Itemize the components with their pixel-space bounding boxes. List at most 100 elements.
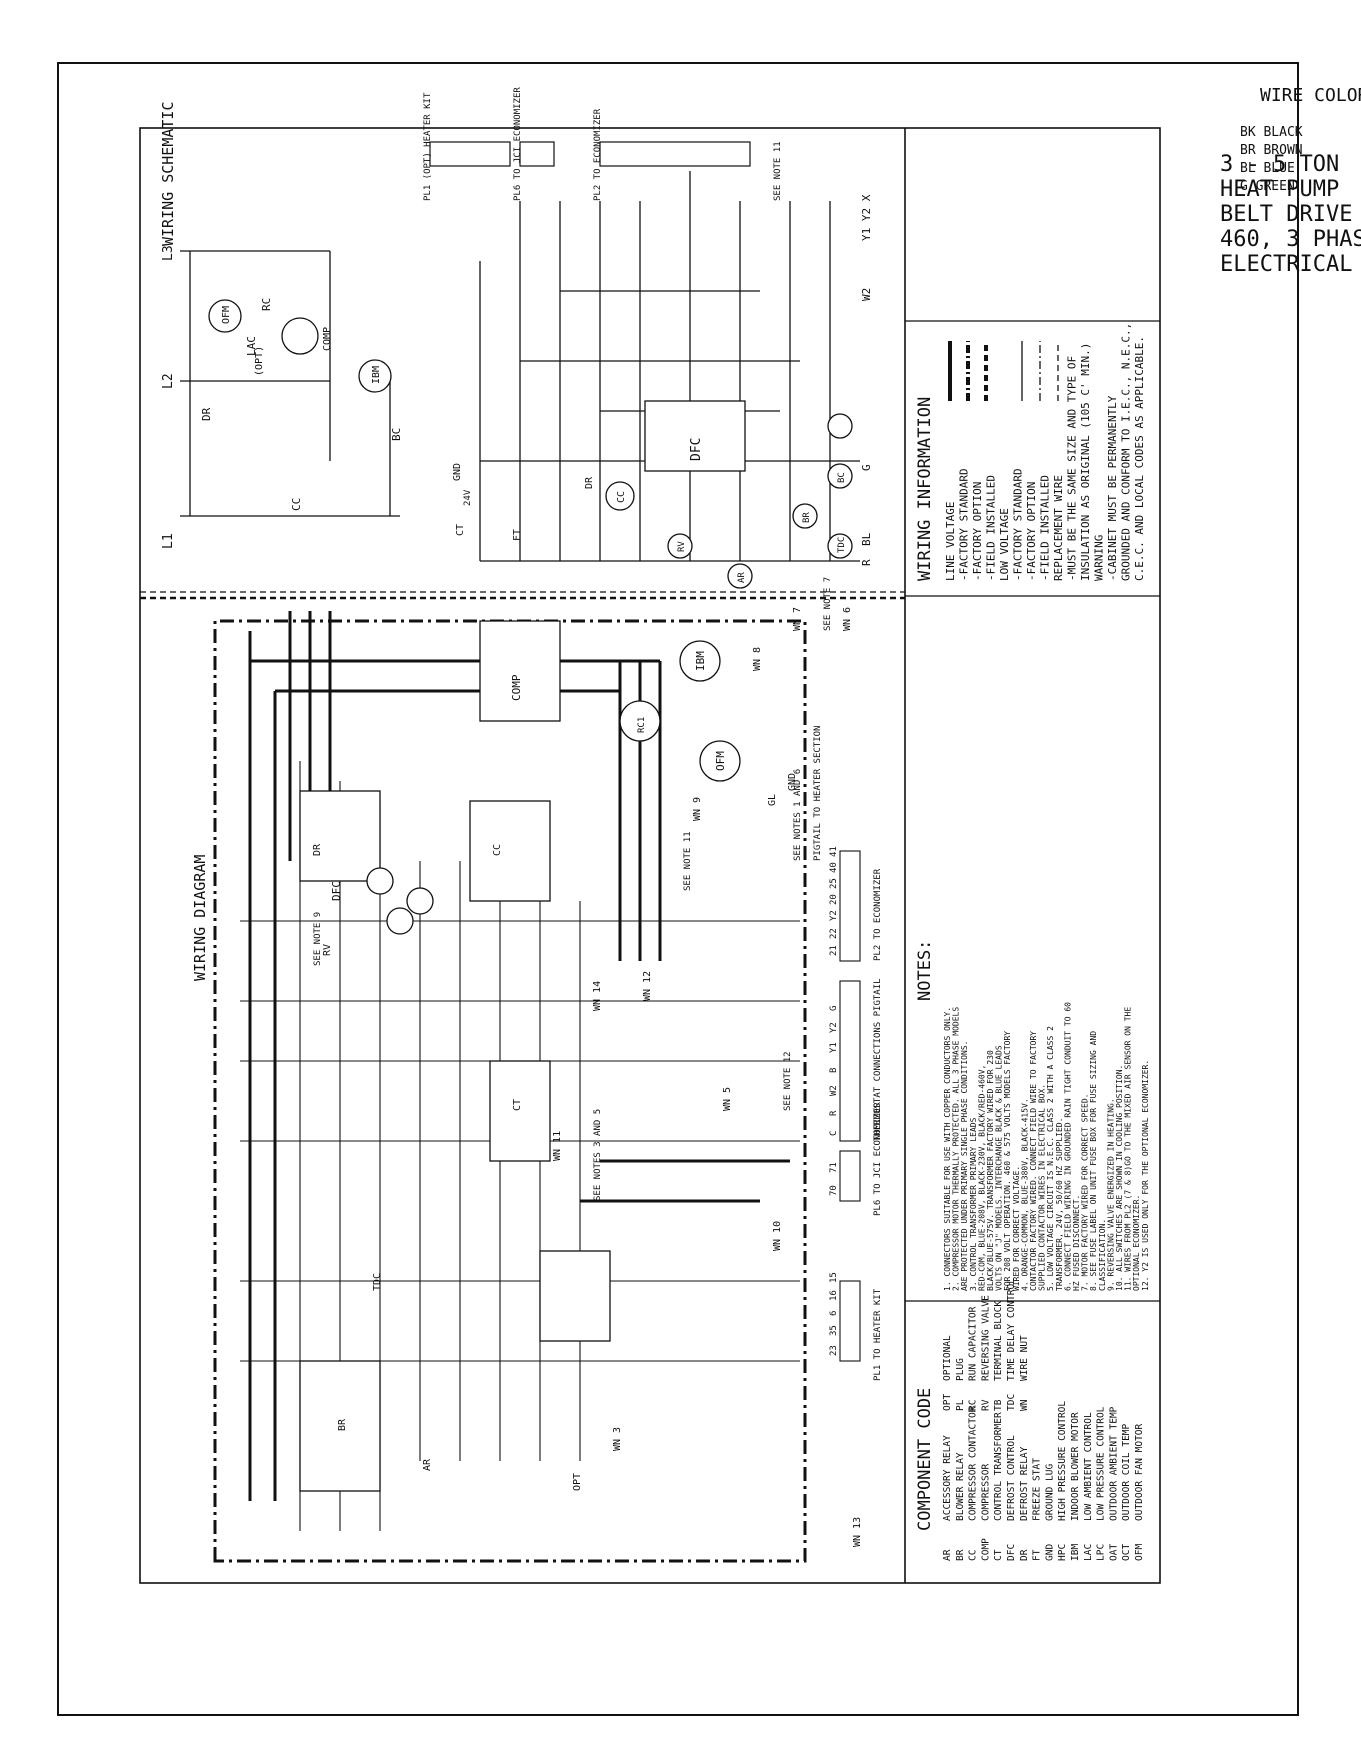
wiring-info-line: GROUNDED AND CONFORM TO I.E.C., N.E.C., bbox=[1120, 323, 1133, 581]
sch-gnd: GND bbox=[452, 463, 463, 481]
wiring-info-title: WIRING INFORMATION bbox=[915, 397, 935, 581]
note-ref-11: SEE NOTE 11 bbox=[683, 831, 693, 891]
component-code-desc: OUTDOOR FAN MOTOR bbox=[1134, 1423, 1145, 1521]
bus-bl: BL bbox=[860, 532, 873, 546]
component-code-desc: COMPRESSOR CONTACTOR bbox=[968, 1406, 979, 1521]
note-line: HZ FUSED DISCONNECT. bbox=[1072, 1195, 1081, 1291]
terminal-numbers: 23 35 6 16 15 70 71 C R W2 B Y1 Y2 G 21 … bbox=[829, 846, 839, 1356]
diagram-ibm: IBM bbox=[694, 651, 707, 671]
sch-cc2: CC bbox=[616, 491, 627, 503]
component-code-desc: OUTDOOR COIL TEMP bbox=[1121, 1423, 1132, 1521]
note-line: CLASSIFICATION. bbox=[1098, 1219, 1107, 1291]
wiring-info-line: -FACTORY STANDARD bbox=[1012, 468, 1025, 581]
tag-wn5: WN 5 bbox=[722, 1087, 733, 1111]
note-line: BLACK/BLUE-575V. TRANSFORMER FACTORY WIR… bbox=[986, 1050, 995, 1291]
component-code-desc: GROUND LUG bbox=[1044, 1464, 1055, 1521]
sch-dfc: DFC bbox=[689, 438, 704, 461]
diagram-ct: CT bbox=[512, 1099, 523, 1111]
title-line1: ELECTRICAL WIRING DIAGRAM bbox=[1220, 252, 1361, 277]
note-line: RED-COM, BLUE-208V, BLACK-230V, BLACK/RE… bbox=[977, 1065, 986, 1291]
wiring-info-line: WARNING bbox=[1093, 535, 1106, 581]
sch-comp: COMP bbox=[322, 327, 333, 351]
sch-ofm: OFM bbox=[221, 306, 232, 324]
sch-dr2: DR bbox=[584, 476, 595, 489]
diagram-cc: CC bbox=[492, 844, 503, 856]
sch-ar: AR bbox=[737, 572, 747, 583]
component-code-abbr: RC bbox=[968, 1400, 979, 1411]
wire-color-entry: G GREEN bbox=[1240, 179, 1295, 194]
plug-label-pl1: PL1 TO HEATER KIT bbox=[873, 1288, 883, 1381]
component-code-desc: RUN CAPACITOR bbox=[968, 1306, 979, 1381]
note-line: WIRED FOR CORRECT VOLTAGE. bbox=[1012, 1166, 1021, 1291]
note-line: OPTIONAL ECONOMIZER. bbox=[1132, 1195, 1141, 1291]
note-line: 4. ORANGE-COMMON, BLUE-380V, BLACK-415V. bbox=[1020, 1098, 1029, 1291]
sch-bc2: BC bbox=[837, 472, 847, 483]
wire-color-title-v: WIRE COLOR CODE bbox=[1260, 85, 1361, 106]
component-code-abbr: BR bbox=[955, 1549, 966, 1561]
outer-frame bbox=[57, 62, 1299, 1716]
tag-wn14: WN 14 bbox=[592, 981, 603, 1011]
component-code-abbr: GND bbox=[1044, 1544, 1055, 1561]
sch-opt: (OPT) bbox=[254, 346, 265, 376]
term-y1: Y1 bbox=[829, 1042, 839, 1053]
plug-label-thermostat: THERMOSTAT CONNECTIONS PIGTAIL bbox=[873, 978, 883, 1141]
term-c: C bbox=[829, 1131, 839, 1136]
diagram-tdc: TDC bbox=[372, 1273, 383, 1291]
component-code-abbr: RV bbox=[980, 1399, 991, 1411]
component-code-abbr: TB bbox=[993, 1399, 1004, 1411]
diagram-gnd: GND bbox=[787, 773, 798, 791]
term-6: 6 bbox=[829, 1311, 839, 1316]
term-g: G bbox=[829, 1006, 839, 1011]
bus-l1: L1 bbox=[161, 533, 176, 549]
notes-title: NOTES: bbox=[915, 940, 935, 1001]
tag-wn9: WN 9 bbox=[692, 797, 703, 821]
component-code-desc: TERMINAL BLOCK bbox=[993, 1301, 1004, 1381]
component-code-abbr: CC bbox=[968, 1550, 979, 1561]
wiring-info-line: -MUST BE THE SAME SIZE AND TYPE OF bbox=[1066, 356, 1079, 581]
tag-wn8: WN 8 bbox=[752, 647, 763, 671]
note-ref-1-6: SEE NOTES 1 AND 6 bbox=[793, 769, 803, 861]
line-style-legend bbox=[948, 341, 1059, 401]
component-code-abbr: DFC bbox=[1006, 1544, 1017, 1561]
component-code-abbr: PL bbox=[955, 1399, 966, 1411]
note-line: 7. MOTOR FACTORY WIRED FOR CORRECT SPEED… bbox=[1081, 1094, 1090, 1291]
wire-color-entry: BK BLACK bbox=[1240, 125, 1303, 140]
note-line: 12. Y2 IS USED ONLY FOR THE OPTIONAL ECO… bbox=[1141, 1060, 1150, 1291]
notes-list: 1. CONNECTORS SUITABLE FOR USE WITH COPP… bbox=[943, 1002, 1150, 1291]
note-ref-7: SEE NOTE 7 bbox=[823, 577, 833, 631]
diagram-components bbox=[299, 620, 741, 1492]
bus-r: R bbox=[860, 559, 873, 566]
title-line4: HEAT PUMP bbox=[1220, 177, 1339, 202]
wiring-info-line: -FACTORY STANDARD bbox=[958, 468, 971, 581]
component-code-abbr: LAC bbox=[1083, 1544, 1094, 1561]
wiring-info-line: LOW VOLTAGE bbox=[998, 508, 1011, 581]
sch-dr: DR bbox=[200, 407, 213, 421]
component-code-abbr: FT bbox=[1032, 1549, 1043, 1561]
sch-ft: FT bbox=[512, 529, 523, 541]
component-code-desc: DEFROST RELAY bbox=[1019, 1446, 1030, 1521]
component-code-abbr: AR bbox=[942, 1549, 953, 1561]
component-code-title: COMPONENT CODE bbox=[915, 1388, 935, 1531]
term-y2: Y2 bbox=[829, 1022, 839, 1033]
tag-wn3: WN 3 bbox=[612, 1427, 623, 1451]
sch-br: BR bbox=[802, 512, 812, 523]
diagram-ar: AR bbox=[422, 1458, 433, 1471]
component-code-desc: PLUG bbox=[955, 1358, 966, 1381]
component-code-abbr: TDC bbox=[1006, 1394, 1017, 1411]
term-b: B bbox=[829, 1068, 839, 1073]
bus-l2: L2 bbox=[161, 373, 176, 389]
sch-24v: 24V bbox=[463, 489, 473, 506]
note-line: 6. CONNECT FIELD WIRING IN GROUNDED RAIN… bbox=[1063, 1002, 1072, 1291]
note-line: CONTACTOR FACTORY WIRED. CONNECT FIELD W… bbox=[1029, 1031, 1038, 1291]
note-line: 3. CONTROL TRANSFORMER PRIMARY LEADS bbox=[969, 1117, 978, 1291]
component-code-desc: FREEZE STAT bbox=[1032, 1458, 1043, 1521]
wiring-info-line: -FIELD INSTALLED bbox=[985, 475, 998, 581]
note-line: SUPPLIED CONTACTOR WIRES IN ELECTRICAL B… bbox=[1038, 1084, 1047, 1291]
component-code-abbr: OPT bbox=[942, 1394, 953, 1411]
sch-lac: LAC bbox=[245, 336, 258, 356]
schematic-components bbox=[208, 299, 853, 589]
diagram-rc1: RC1 bbox=[637, 717, 647, 733]
bus-g: G bbox=[860, 464, 873, 471]
